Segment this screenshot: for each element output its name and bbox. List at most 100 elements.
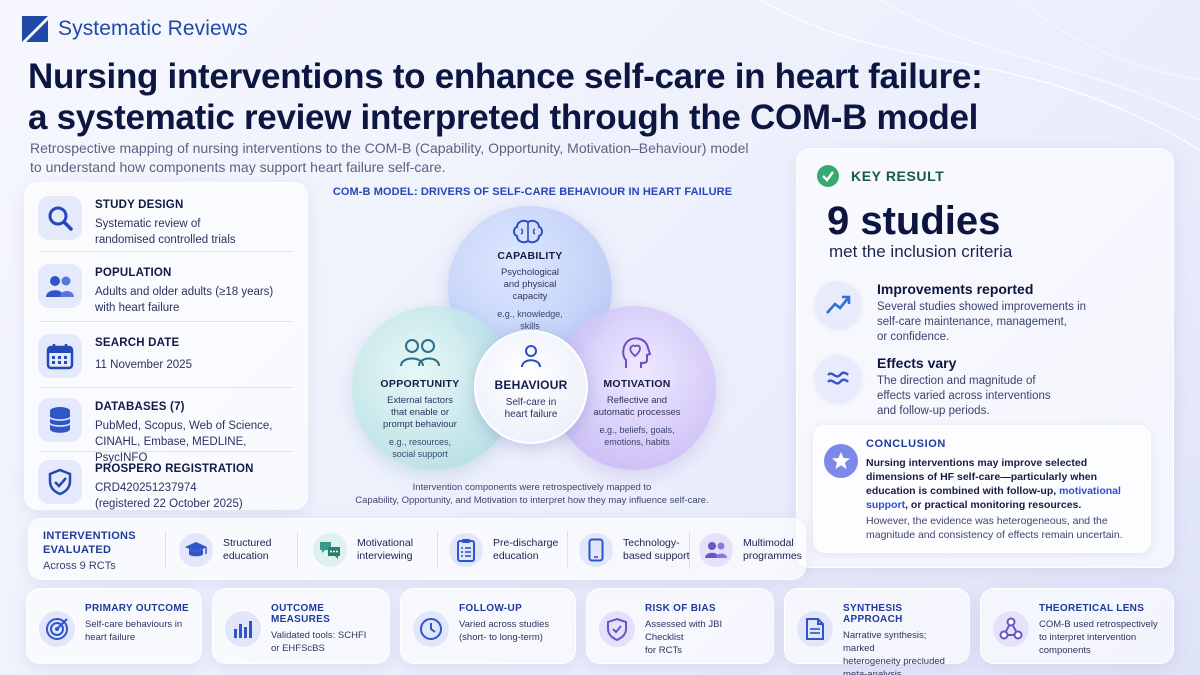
intervention-3-label-2: education <box>493 550 539 562</box>
chat-bubbles-icon <box>313 533 347 567</box>
effects-text-1: The direction and magnitude of <box>877 375 1036 387</box>
interventions-card: INTERVENTIONS EVALUATED Across 9 RCTs St… <box>28 518 806 580</box>
title-line-2: a systematic review interpreted through … <box>28 98 979 137</box>
comb-diagram-title: COM-B MODEL: DRIVERS OF SELF-CARE BEHAVI… <box>332 186 733 198</box>
interventions-heading: INTERVENTIONS EVALUATED Across 9 RCTs <box>43 529 136 572</box>
wave-approx-icon <box>815 355 861 401</box>
star-icon <box>824 444 858 478</box>
population-heading: POPULATION <box>95 267 172 279</box>
shield-check-icon <box>599 611 635 647</box>
key-result-card: KEY RESULT 9 studies met the inclusion c… <box>796 148 1174 568</box>
opportunity-example-2: social support <box>392 449 448 459</box>
interventions-heading-2: EVALUATED <box>43 544 112 556</box>
follow-up-text-2: (short- to long-term) <box>459 632 543 643</box>
effects-row: Effects vary The direction and magnitude… <box>815 355 1051 419</box>
conclusion-line-3-text: education is combined with follow-up, <box>866 485 1060 497</box>
key-result-label: KEY RESULT <box>851 168 945 184</box>
key-result-subtext: met the inclusion criteria <box>829 242 1013 261</box>
journal-logo-icon <box>22 16 48 42</box>
motivation-heading: MOTIVATION <box>603 378 671 390</box>
effects-text-3: and follow-up periods. <box>877 405 990 417</box>
opportunity-desc-2: that enable or <box>390 407 450 418</box>
improvements-row: Improvements reported Several studies sh… <box>815 281 1086 345</box>
follow-up-card: FOLLOW-UP Varied across studies (short- to… <box>400 588 576 664</box>
opportunity-heading: OPPORTUNITY <box>380 378 460 390</box>
synthesis-approach-text-2: heterogeneity precluded <box>843 656 945 667</box>
head-heart-icon <box>622 337 652 368</box>
improvements-heading: Improvements reported <box>877 281 1034 297</box>
brand: Systematic Reviews <box>22 16 248 42</box>
opportunity-desc-1: External factors <box>387 395 453 406</box>
network-icon <box>993 611 1029 647</box>
document-icon <box>797 611 833 647</box>
motivation-example-2: emotions, habits <box>604 437 670 447</box>
diagram-note: Intervention components were retrospecti… <box>332 481 732 507</box>
conclusion-line-4: support, or practical monitoring resourc… <box>866 498 1148 512</box>
conclusion-line-1: Nursing interventions may improve select… <box>866 457 1088 469</box>
capability-example-2: skills <box>520 321 540 331</box>
opportunity-example-1: e.g., resources, <box>388 437 452 447</box>
check-circle-icon <box>817 165 839 187</box>
motivation-example-1: e.g., beliefs, goals, <box>599 425 675 435</box>
search-date-text: 11 November 2025 <box>95 359 192 371</box>
page-title: Nursing interventions to enhance self-ca… <box>28 56 988 138</box>
graduation-cap-icon <box>179 533 213 567</box>
conclusion-highlight-2: support <box>866 499 906 511</box>
risk-of-bias-text-1: Assessed with JBI Checklist <box>645 619 723 643</box>
intervention-3-label-1: Pre-discharge <box>493 537 559 549</box>
capability-desc-3: capacity <box>512 291 548 302</box>
population-text-1: Adults and older adults (≥18 years) <box>95 286 274 298</box>
clock-icon <box>413 611 449 647</box>
improvements-text-1: Several studies showed improvements in <box>877 301 1087 313</box>
conclusion-note-1: However, the evidence was heterogeneous,… <box>866 515 1108 527</box>
people-outline-icon <box>400 339 440 367</box>
capability-desc-1: Psychological <box>500 267 560 278</box>
magnifier-icon <box>37 195 83 241</box>
interventions-count: Across 9 RCTs <box>43 560 116 572</box>
diagram-note-line-2: Capability, Opportunity, and Motivation … <box>355 495 709 506</box>
diagram-note-line-1: Intervention components were retrospecti… <box>412 482 652 493</box>
key-result-header: KEY RESULT <box>817 165 944 187</box>
behaviour-heading: BEHAVIOUR <box>494 378 568 392</box>
motivation-desc-1: Reflective and <box>606 395 668 406</box>
brain-icon <box>513 219 543 244</box>
primary-outcome-text-2: heart failure <box>85 632 136 643</box>
people-icon <box>37 263 83 309</box>
outcome-measures-text-2: or EHFScBS <box>271 643 325 654</box>
risk-of-bias-text-2: for RCTs <box>645 645 682 656</box>
databases-row: DATABASES (7)PubMed, Scopus, Web of Scie… <box>37 397 295 466</box>
outcome-measures-text-1: Validated tools: SCHFI <box>271 630 367 641</box>
behaviour-desc-1: Self-care in <box>505 397 557 408</box>
study-design-heading: STUDY DESIGN <box>95 199 184 211</box>
theoretical-lens-text-3: components <box>1039 645 1091 656</box>
prospero-text-2: (registered 22 October 2025) <box>95 498 243 510</box>
population-text-2: with heart failure <box>95 302 180 314</box>
databases-text-1: PubMed, Scopus, Web of Science, <box>95 420 273 432</box>
subtitle-line-2: to understand how components may support… <box>30 159 446 175</box>
intervention-1-label-2: education <box>223 550 269 562</box>
follow-up-text-1: Varied across studies <box>459 619 550 630</box>
follow-up-heading: FOLLOW-UP <box>459 603 523 614</box>
search-date-heading: SEARCH DATE <box>95 337 180 349</box>
brand-name: Systematic Reviews <box>58 17 248 40</box>
conclusion-line-3: education is combined with follow-up, mo… <box>866 484 1148 498</box>
synthesis-approach-text-1: Narrative synthesis; marked <box>843 630 927 654</box>
intervention-2-label-1: Motivational <box>357 537 414 549</box>
primary-outcome-heading: PRIMARY OUTCOME <box>85 603 189 614</box>
intervention-4-label-2: based support <box>623 550 690 562</box>
intervention-5-label-1: Multimodal <box>743 537 794 549</box>
title-line-1: Nursing interventions to enhance self-ca… <box>28 57 983 96</box>
person-icon <box>521 345 541 368</box>
synthesis-approach-text-3: meta-analysis <box>843 669 902 675</box>
